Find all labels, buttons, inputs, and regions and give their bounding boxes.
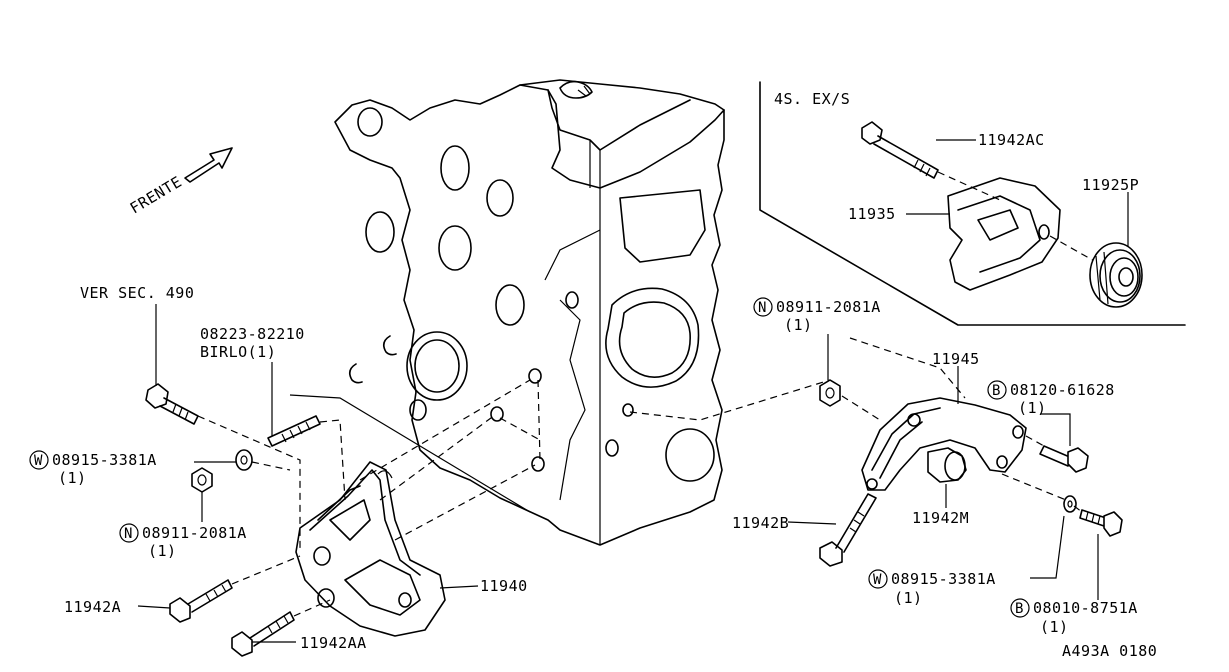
part-labels: 4S. EX/S VER SEC. 490 08223-82210 BIRLO(… — [52, 90, 1157, 660]
mount-hole-3 — [531, 456, 545, 472]
bracket-11935 — [937, 171, 1097, 291]
nut-left-qty-label: (1) — [148, 542, 177, 560]
bolt-b1-qty-label: (1) — [1018, 399, 1047, 417]
inset-variant-box — [759, 81, 1186, 326]
washer-right-marker — [868, 569, 888, 589]
leader-lines — [137, 139, 1129, 643]
ref-section-label: VER SEC. 490 — [80, 284, 194, 302]
bracket-11940-label: 11940 — [480, 577, 528, 595]
nut-left-part-label: 08911-2081A — [142, 524, 247, 542]
bolt-11942ac-label: 11942AC — [978, 131, 1045, 149]
bolt-11942a — [169, 579, 233, 623]
nut-08911-2081a-right — [819, 379, 841, 407]
bolt-b2-prefix: B — [1015, 601, 1023, 617]
left-alignment-lines — [197, 379, 541, 617]
washer-right-prefix: W — [873, 572, 882, 588]
engine-block — [334, 79, 725, 546]
bolt-11942aa-label: 11942AA — [300, 634, 367, 652]
stud-desc-label: BIRLO(1) — [200, 343, 276, 361]
washer-left-qty-label: (1) — [58, 469, 87, 487]
washer-left-marker — [29, 450, 49, 470]
nut-left-prefix: N — [124, 526, 132, 542]
washer-08915-3381a-left — [235, 449, 253, 471]
bolt-b2-marker — [1010, 598, 1030, 618]
variant-label: 4S. EX/S — [774, 90, 850, 108]
bolt-b1-marker — [987, 380, 1007, 400]
bolt-b2-part-label: 08010-8751A — [1033, 599, 1138, 617]
washer-left-prefix: W — [34, 453, 43, 469]
spacer-11942m-label: 11942M — [912, 509, 969, 527]
nut-right-qty-label: (1) — [784, 316, 813, 334]
nut-right-prefix: N — [758, 300, 766, 316]
bolt-08010-8751a — [1079, 509, 1123, 537]
circled-markers: W N N B W B — [29, 297, 1030, 618]
bracket-11945-label: 11945 — [932, 350, 980, 368]
bolt-ref-sec-490 — [145, 383, 199, 425]
bolt-11942aa — [231, 611, 295, 657]
spacer-11942m — [927, 447, 967, 483]
bolt-b1-prefix: B — [992, 383, 1000, 399]
bolt-b1-part-label: 08120-61628 — [1010, 381, 1115, 399]
pulley-11925p-label: 11925P — [1082, 176, 1139, 194]
bracket-11940 — [295, 461, 446, 637]
bolt-08120-61628 — [1039, 445, 1089, 473]
front-label: FRENTE — [127, 173, 185, 218]
nut-08911-2081a-left — [191, 467, 213, 493]
mount-hole-2 — [490, 406, 504, 422]
mount-hole-1 — [528, 368, 542, 384]
washer-left-part-label: 08915-3381A — [52, 451, 157, 469]
nut-right-part-label: 08911-2081A — [776, 298, 881, 316]
bolt-b2-qty-label: (1) — [1040, 618, 1069, 636]
nut-left-marker — [119, 523, 139, 543]
bracket-11935-label: 11935 — [848, 205, 896, 223]
bolt-11942ac — [861, 121, 939, 179]
washer-08915-3381a-right — [1063, 495, 1077, 513]
right-alignment-lines — [629, 337, 1083, 513]
bolt-11942b-label: 11942B — [732, 514, 789, 532]
nut-right-marker — [753, 297, 773, 317]
pulley-11925p — [1089, 242, 1143, 308]
bracket-11945 — [861, 397, 1027, 491]
front-direction-arrow-icon — [184, 147, 233, 183]
bolt-11942b — [819, 493, 877, 567]
washer-right-part-label: 08915-3381A — [891, 570, 996, 588]
washer-right-qty-label: (1) — [894, 589, 923, 607]
bolt-11942a-label: 11942A — [64, 598, 121, 616]
stud-08223-82210 — [267, 415, 321, 447]
diagram-code-label: A493A 0180 — [1062, 642, 1157, 660]
stud-part-label: 08223-82210 — [200, 325, 305, 343]
